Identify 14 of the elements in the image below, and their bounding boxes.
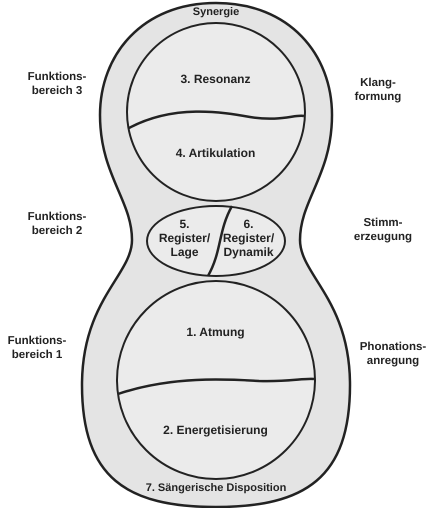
side-label: Phonations- anregung (358, 340, 428, 368)
node-text: Synergie (192, 6, 240, 19)
node-text: 3. Resonanz (179, 72, 252, 86)
side-label: Funktions- bereich 2 (26, 210, 88, 238)
node-text: 5. Register/ Lage (158, 216, 212, 258)
node-text: 4. Artikulation (174, 146, 256, 160)
side-label: Klang- formung (354, 76, 402, 104)
side-label: Funktions- bereich 1 (6, 334, 68, 362)
node-text: 1. Atmung (185, 324, 246, 338)
node-text: 2. Energetisierung (162, 422, 269, 436)
side-label: Stimm- erzeugung (352, 216, 414, 244)
node-text: 7. Sängerische Disposition (145, 482, 287, 495)
side-label: Funktions- bereich 3 (26, 70, 88, 98)
node-text: 6. Register/ Dynamik (222, 216, 276, 258)
